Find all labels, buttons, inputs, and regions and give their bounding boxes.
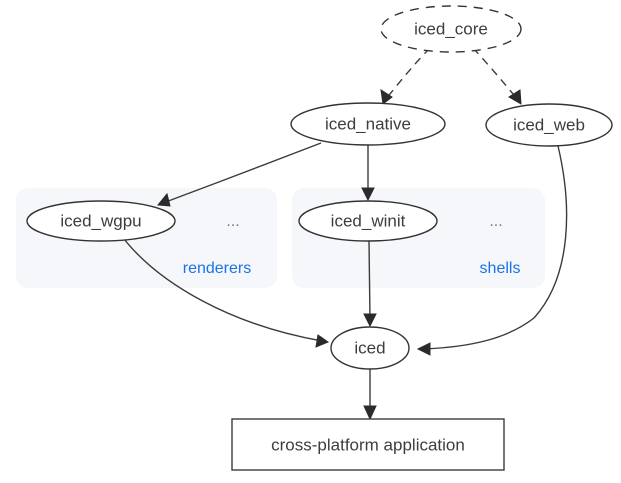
node-iced-wgpu[interactable]: iced_wgpu (26, 200, 176, 242)
edge-web-to-iced-arrowhead (416, 342, 431, 356)
node-iced-core-shape[interactable] (380, 5, 522, 53)
cluster-renderers: renderers (16, 188, 277, 288)
edge-core-to-web (472, 47, 522, 105)
node-iced[interactable]: iced (330, 326, 410, 370)
edge-core-to-native-path (384, 47, 431, 101)
edge-winit-to-iced (363, 240, 377, 328)
node-iced-label: iced (354, 338, 385, 357)
shells-more-ellipsis-label: ... (489, 213, 502, 230)
node-iced-native-shape[interactable] (290, 102, 446, 146)
node-iced-core[interactable]: iced_core (380, 5, 522, 53)
edge-wgpu-to-iced (123, 238, 330, 348)
edge-core-to-native (380, 47, 431, 105)
node-iced-wgpu-shape[interactable] (26, 200, 176, 242)
node-iced-winit[interactable]: iced_winit (298, 200, 438, 242)
node-iced-native[interactable]: iced_native (290, 102, 446, 146)
edge-native-to-wgpu (157, 142, 322, 207)
node-cross-platform-application[interactable]: cross-platform application (231, 418, 505, 471)
node-iced-native-label: iced_native (325, 114, 411, 133)
edge-web-to-iced-path (423, 145, 568, 350)
edge-iced-to-application-arrowhead (363, 405, 377, 421)
node-iced-core-label: iced_core (414, 19, 488, 38)
cluster-shells-label: shells (480, 260, 521, 277)
renderers-more-ellipsis-label: ... (226, 213, 239, 230)
edge-winit-to-iced-path (368, 240, 371, 321)
edge-winit-to-iced-arrowhead (363, 313, 377, 328)
node-iced-web-shape[interactable] (485, 103, 613, 147)
edge-native-to-wgpu-path (162, 142, 322, 204)
node-iced-wgpu-label: iced_wgpu (60, 211, 141, 230)
node-iced-web[interactable]: iced_web (485, 103, 613, 147)
edge-wgpu-to-iced-path (123, 238, 323, 342)
node-iced-winit-label: iced_winit (331, 211, 406, 230)
edge-core-to-native-arrowhead (380, 88, 393, 105)
edge-native-to-winit-arrowhead (361, 187, 375, 202)
edge-native-to-winit (361, 145, 375, 202)
edge-core-to-web-arrowhead (508, 89, 522, 105)
node-iced-winit-shape[interactable] (298, 200, 438, 242)
node-iced-web-label: iced_web (513, 115, 585, 134)
edge-core-to-web-path (472, 47, 519, 101)
edge-wgpu-to-iced-arrowhead (315, 334, 330, 348)
edge-web-to-iced (416, 145, 568, 356)
node-cross-platform-application-shape[interactable] (231, 418, 505, 471)
node-iced-shape[interactable] (330, 326, 410, 370)
edge-iced-to-application (363, 369, 377, 421)
edge-native-to-wgpu-arrowhead (157, 192, 171, 207)
cluster-renderers-label: renderers (183, 260, 251, 277)
node-cross-platform-application-label: cross-platform application (271, 435, 465, 454)
